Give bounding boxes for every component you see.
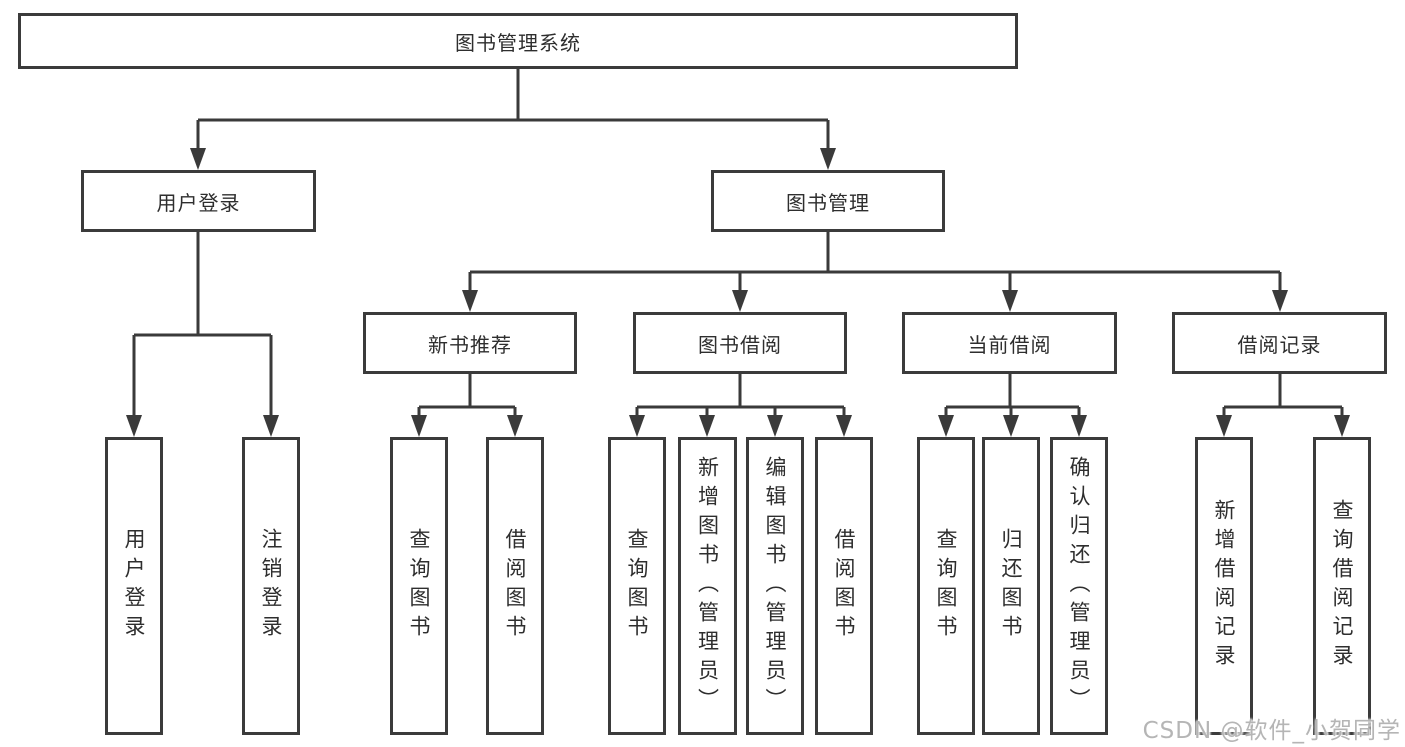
leaf-query-books-recommend: 查询图书 [390, 437, 448, 735]
node-current-borrowing: 当前借阅 [902, 312, 1117, 374]
leaf-borrow-books-borrow: 借阅图书 [815, 437, 873, 735]
leaf-add-borrow-record: 新增借阅记录 [1195, 437, 1253, 735]
leaf-query-books-borrow: 查询图书 [608, 437, 666, 735]
leaf-label: 用户登录 [122, 528, 146, 644]
leaf-label: 借阅图书 [503, 528, 527, 644]
leaf-label: 查询图书 [934, 528, 958, 644]
node-book-borrowing: 图书借阅 [633, 312, 847, 374]
leaf-label: 查询借阅记录 [1330, 499, 1354, 673]
node-book-management: 图书管理 [711, 170, 945, 232]
leaf-add-book-admin: 新增图书（管理员） [678, 437, 737, 735]
leaf-label: 注销登录 [259, 528, 283, 644]
leaf-label: 归还图书 [999, 528, 1023, 644]
leaf-label: 查询图书 [625, 528, 649, 644]
leaf-confirm-return-admin: 确认归还（管理员） [1050, 437, 1108, 735]
leaf-return-book: 归还图书 [982, 437, 1040, 735]
node-new-book-recommend: 新书推荐 [363, 312, 577, 374]
leaf-label: 查询图书 [407, 528, 431, 644]
node-user-login: 用户登录 [81, 170, 316, 232]
node-borrowing-records: 借阅记录 [1172, 312, 1387, 374]
leaf-label: 新增借阅记录 [1212, 499, 1236, 673]
csdn-watermark: CSDN @软件_小贺同学 [1142, 718, 1401, 744]
leaf-user-login: 用户登录 [105, 437, 163, 735]
leaf-label: 新增图书（管理员） [695, 455, 720, 717]
leaf-logout: 注销登录 [242, 437, 300, 735]
leaf-edit-book-admin: 编辑图书（管理员） [746, 437, 804, 735]
leaf-query-borrow-record: 查询借阅记录 [1313, 437, 1371, 735]
leaf-borrow-books-recommend: 借阅图书 [486, 437, 544, 735]
leaf-label: 编辑图书（管理员） [763, 455, 787, 717]
leaf-label: 确认归还（管理员） [1067, 455, 1091, 717]
node-root: 图书管理系统 [18, 13, 1018, 69]
leaf-query-books-current: 查询图书 [917, 437, 975, 735]
leaf-label: 借阅图书 [832, 528, 856, 644]
